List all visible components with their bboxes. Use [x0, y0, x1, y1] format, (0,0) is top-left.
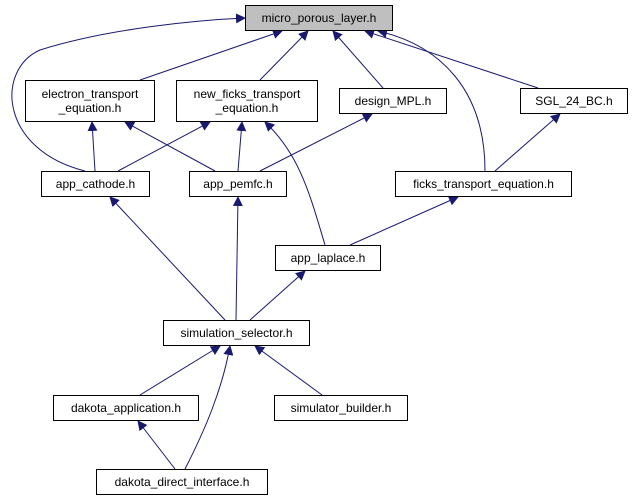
edge-SGL_24_BC-to-micro_porous_layer — [364, 29, 539, 89]
node-dakota-application[interactable]: dakota_application.h — [53, 395, 199, 421]
node-new-ficks-transport-equation[interactable]: new_ficks_transport _equation.h — [176, 80, 318, 122]
edge-app_cathode-to-micro_porous_layer — [11, 13, 246, 172]
edge-app_cathode-to-new_ficks_transport_equation — [117, 121, 211, 172]
edge-dakota_application-to-simulation_selector — [139, 345, 221, 396]
node-app-pemfc[interactable]: app_pemfc.h — [189, 171, 287, 197]
node-app-laplace[interactable]: app_laplace.h — [275, 245, 381, 271]
node-ficks-transport-equation[interactable]: ficks_transport_equation.h — [395, 171, 572, 197]
edge-electron_transport_equation-to-micro_porous_layer — [139, 29, 283, 81]
edge-app_pemfc-to-new_ficks_transport_equation — [236, 121, 247, 172]
edge-dakota_direct_interface-to-dakota_application — [137, 420, 176, 470]
edge-simulation_selector-to-app_laplace — [249, 270, 306, 321]
node-micro-porous-layer: micro_porous_layer.h — [245, 5, 393, 31]
edge-simulation_selector-to-app_cathode — [109, 196, 226, 321]
node-design-mpl[interactable]: design_MPL.h — [339, 88, 447, 114]
edge-app_pemfc-to-design_MPL — [259, 113, 373, 172]
node-electron-transport-equation[interactable]: electron_transport _equation.h — [25, 80, 155, 122]
node-dakota-direct-interface[interactable]: dakota_direct_interface.h — [96, 469, 268, 495]
edge-new_ficks_transport_equation-to-micro_porous_layer — [259, 30, 309, 81]
node-sgl-24-bc[interactable]: SGL_24_BC.h — [520, 88, 628, 114]
edge-app_cathode-to-electron_transport_equation — [87, 121, 98, 172]
edge-app_laplace-to-ficks_transport_equation — [349, 196, 459, 246]
edge-ficks_transport_equation-to-SGL_24_BC — [494, 113, 561, 172]
node-app-cathode[interactable]: app_cathode.h — [41, 171, 150, 197]
edge-simulator_builder-to-simulation_selector — [254, 345, 323, 396]
edge-simulation_selector-to-app_pemfc — [232, 196, 243, 321]
edge-app_pemfc-to-electron_transport_equation — [124, 121, 216, 172]
edge-dakota_direct_interface-to-simulation_selector — [184, 345, 234, 470]
edge-ficks_transport_equation-to-micro_porous_layer — [377, 28, 486, 172]
node-simulator-builder[interactable]: simulator_builder.h — [274, 395, 408, 421]
node-simulation-selector[interactable]: simulation_selector.h — [163, 320, 310, 346]
edge-design_MPL-to-micro_porous_layer — [332, 30, 384, 89]
edge-app_laplace-to-new_ficks_transport_equation — [264, 121, 326, 246]
